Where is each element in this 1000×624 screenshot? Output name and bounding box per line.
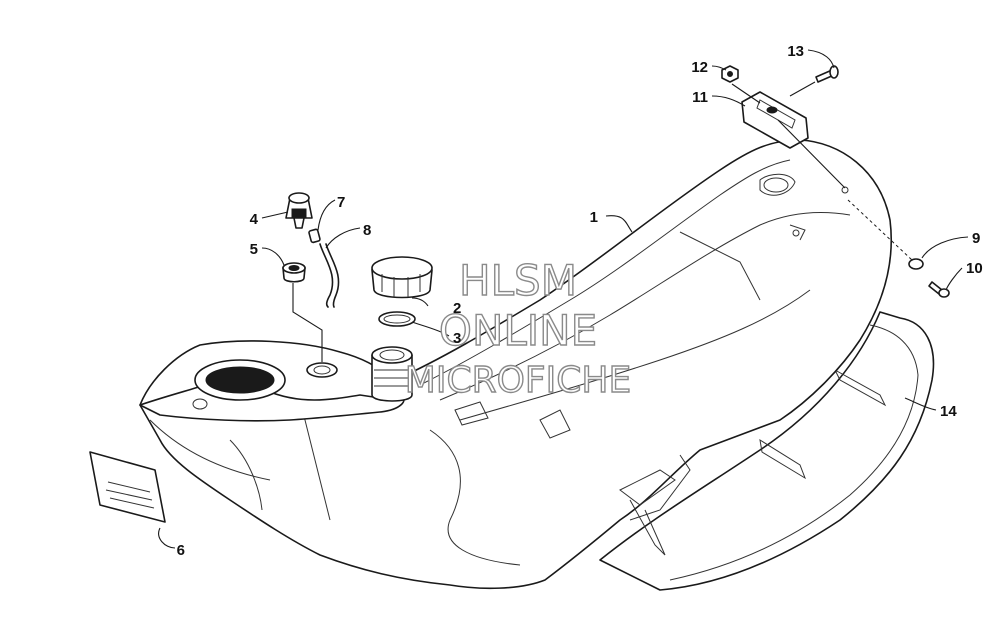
callout-2: 2 — [453, 300, 461, 317]
callout-11: 11 — [692, 89, 708, 106]
part-14-tank-pad — [599, 311, 935, 591]
part-8-vent-hose — [319, 243, 340, 308]
part-9-washer — [908, 258, 924, 270]
part-7-hose-fitting — [308, 228, 321, 244]
callout-13: 13 — [787, 43, 804, 60]
callout-leaders — [158, 49, 969, 549]
watermark-line-2: ONLINE — [439, 306, 597, 355]
part-10-bolt — [928, 281, 950, 298]
callout-1: 1 — [590, 209, 598, 226]
watermark-line-3: MICROFICHE — [405, 360, 631, 401]
part-2-fuel-cap — [371, 256, 433, 299]
callout-7: 7 — [337, 194, 345, 211]
part-4-rollover-valve — [285, 192, 313, 229]
part-3-o-ring — [378, 311, 416, 327]
callout-9: 9 — [972, 230, 980, 247]
part-13-bolt — [815, 65, 839, 83]
assembly-lines — [292, 81, 913, 362]
part-5-grommet — [282, 262, 306, 283]
part-12-nut — [721, 65, 739, 83]
callout-12: 12 — [691, 59, 708, 76]
callout-3: 3 — [453, 330, 461, 347]
watermark-line-1: HLSM — [459, 256, 577, 305]
callout-5: 5 — [250, 241, 258, 258]
callout-10: 10 — [966, 260, 983, 277]
callout-6: 6 — [177, 542, 185, 559]
callout-labels: 1 2 3 4 5 6 7 8 9 10 11 12 13 14 — [177, 43, 983, 559]
part-1-fuel-tank — [139, 139, 893, 590]
callout-8: 8 — [363, 222, 371, 239]
watermark: HLSM ONLINE MICROFICHE — [404, 255, 632, 401]
callout-14: 14 — [940, 403, 957, 420]
part-11-mounting-bracket — [741, 91, 809, 149]
callout-4: 4 — [250, 211, 259, 228]
part-6-warning-decal — [89, 451, 166, 523]
